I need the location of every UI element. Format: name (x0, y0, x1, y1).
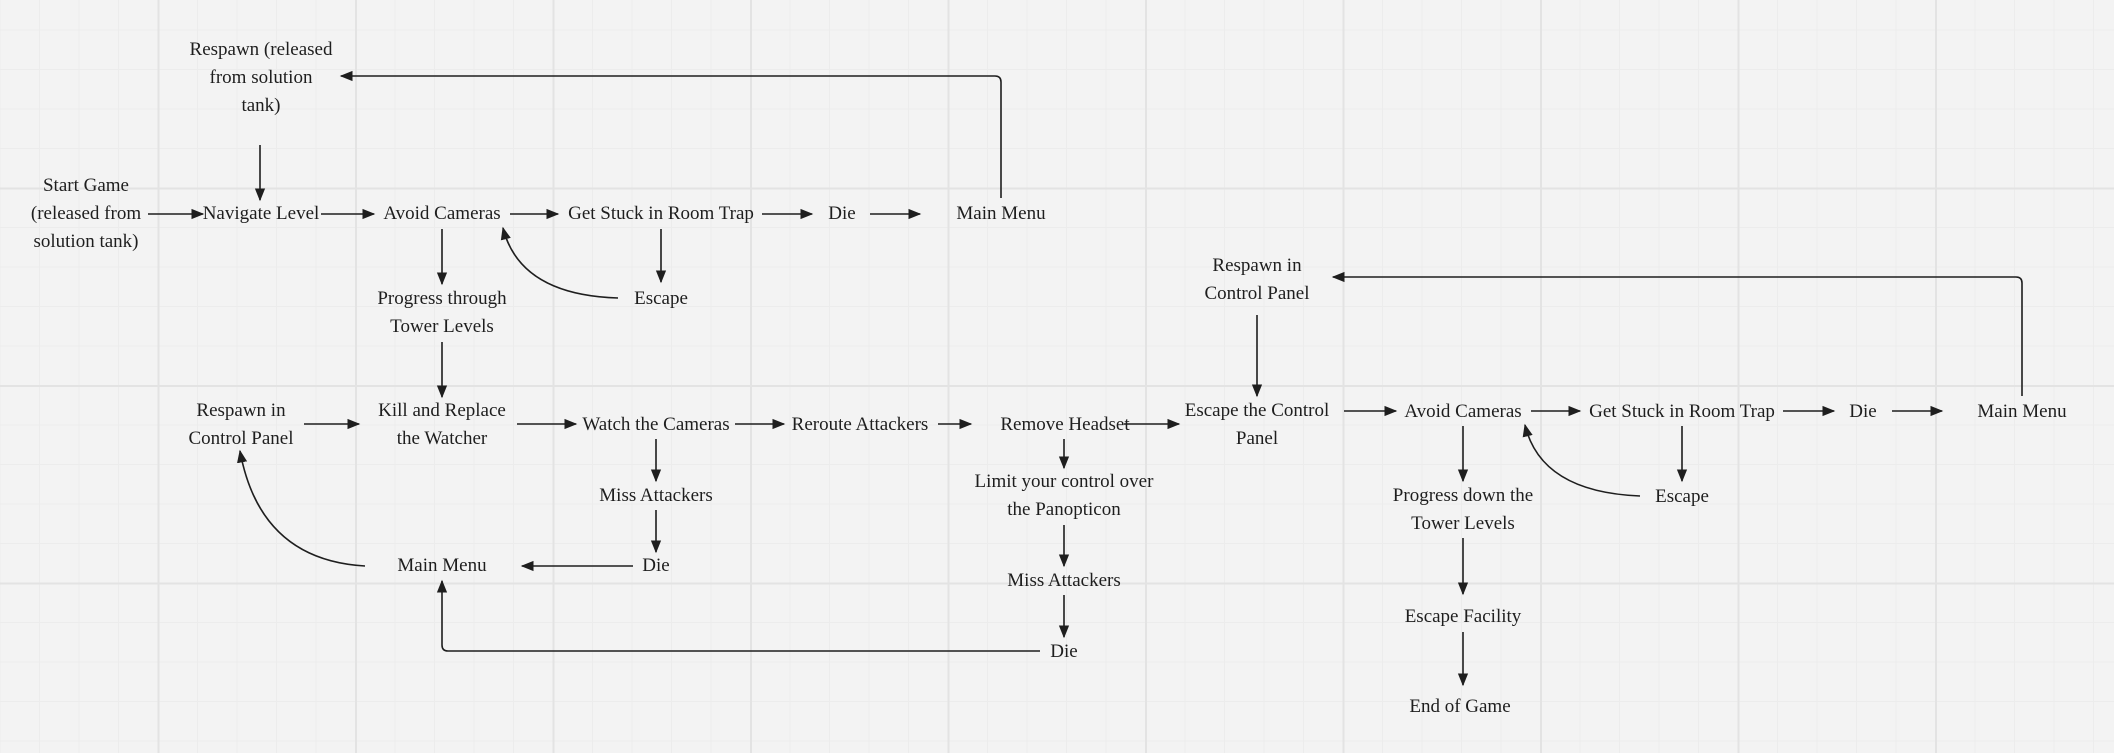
node-escape-panel[interactable]: Escape the Control Panel (1184, 400, 1330, 449)
node-die-4[interactable]: Die (1849, 401, 1877, 422)
node-progress-tower[interactable]: Progress through Tower Levels (377, 288, 507, 337)
node-escape-2[interactable]: Escape (1655, 486, 1709, 507)
node-remove-headset[interactable]: Remove Headset (1000, 414, 1130, 435)
node-avoid-cameras-2[interactable]: Avoid Cameras (1404, 401, 1522, 422)
node-die-3[interactable]: Die (1050, 641, 1078, 662)
node-main-menu-3[interactable]: Main Menu (1977, 401, 2067, 422)
edge-main-menu-2-to-respawn-panel (237, 449, 366, 567)
edge-main-menu-3-to-respawn-panel-2 (1331, 271, 2023, 396)
edge-die-3-to-main-menu-2 (436, 579, 1040, 652)
node-kill-replace[interactable]: Kill and Replace the Watcher (378, 400, 506, 449)
edge-escape-to-avoid-cameras (500, 226, 619, 299)
node-limit-control[interactable]: Limit your control over the Panopticon (974, 471, 1154, 520)
node-navigate-level[interactable]: Navigate Level (202, 203, 320, 224)
node-room-trap-2[interactable]: Get Stuck in Room Trap (1589, 401, 1775, 422)
node-main-menu-2[interactable]: Main Menu (397, 555, 487, 576)
node-respawn-tank[interactable]: Respawn (released from solution tank) (189, 39, 333, 116)
node-progress-down[interactable]: Progress down the Tower Levels (1392, 485, 1534, 534)
node-miss-attackers-2[interactable]: Miss Attackers (1007, 570, 1121, 591)
edge-main-menu-to-respawn-tank (339, 70, 1002, 198)
node-die-2[interactable]: Die (642, 555, 670, 576)
node-end-game[interactable]: End of Game (1409, 696, 1511, 717)
node-avoid-cameras-1[interactable]: Avoid Cameras (383, 203, 501, 224)
node-watch-cameras[interactable]: Watch the Cameras (582, 414, 730, 435)
edge-escape-2-to-avoid-cameras-2 (1522, 423, 1641, 497)
node-respawn-panel-1[interactable]: Respawn in Control Panel (188, 400, 294, 449)
node-reroute-attackers[interactable]: Reroute Attackers (791, 414, 929, 435)
node-escape-facility[interactable]: Escape Facility (1404, 606, 1522, 627)
node-main-menu-1[interactable]: Main Menu (956, 203, 1046, 224)
node-respawn-panel-2[interactable]: Respawn in Control Panel (1204, 255, 1310, 304)
node-room-trap-1[interactable]: Get Stuck in Room Trap (568, 203, 754, 224)
node-die-1[interactable]: Die (828, 203, 856, 224)
node-start-game[interactable]: Start Game (released from solution tank) (30, 175, 142, 252)
node-escape-1[interactable]: Escape (634, 288, 688, 309)
node-miss-attackers-1[interactable]: Miss Attackers (599, 485, 713, 506)
